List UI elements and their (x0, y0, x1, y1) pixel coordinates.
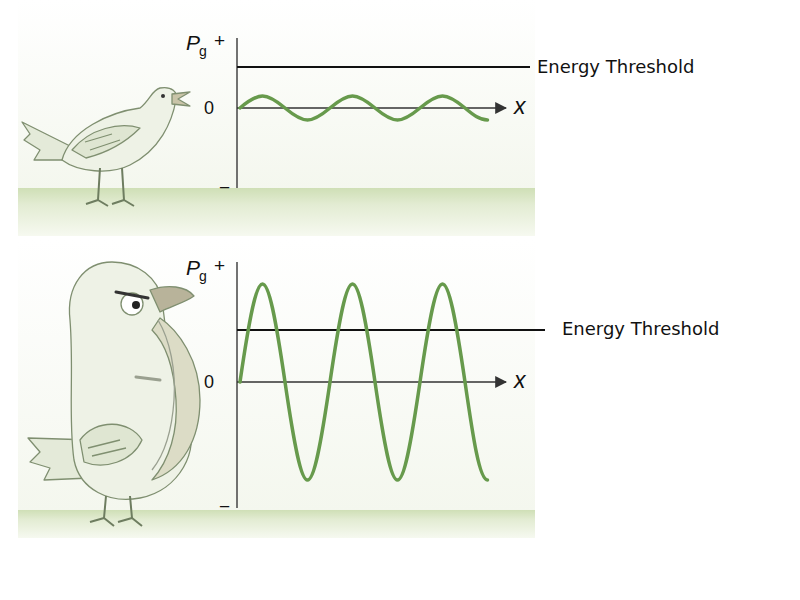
threshold-label: Energy Threshold (537, 58, 694, 76)
ground-band (18, 188, 535, 236)
panel-ground (18, 240, 535, 512)
axis-sign: − (219, 178, 230, 197)
axis-sign: − (219, 497, 230, 516)
axis-symbol: P (186, 257, 200, 278)
axis-sign: + (214, 31, 225, 50)
axis-zero: 0 (204, 373, 214, 391)
pressure-wave (240, 96, 488, 120)
threshold-line (237, 66, 530, 68)
axis-symbol: P (186, 32, 200, 53)
axis-variable: x (514, 369, 526, 392)
panel-ground (18, 0, 535, 190)
axis-subscript: g (199, 269, 207, 283)
pressure-wave (240, 284, 488, 480)
axis-zero: 0 (204, 99, 214, 117)
axis-sign: + (214, 256, 225, 275)
angry-bird (28, 262, 200, 526)
axis-variable: x (514, 95, 526, 118)
threshold-line (237, 329, 545, 331)
small-bird (22, 88, 190, 206)
ground-band (18, 510, 535, 538)
y-axis (236, 262, 238, 508)
axis-subscript: g (199, 44, 207, 58)
y-axis (236, 38, 238, 188)
threshold-label: Energy Threshold (562, 320, 719, 338)
